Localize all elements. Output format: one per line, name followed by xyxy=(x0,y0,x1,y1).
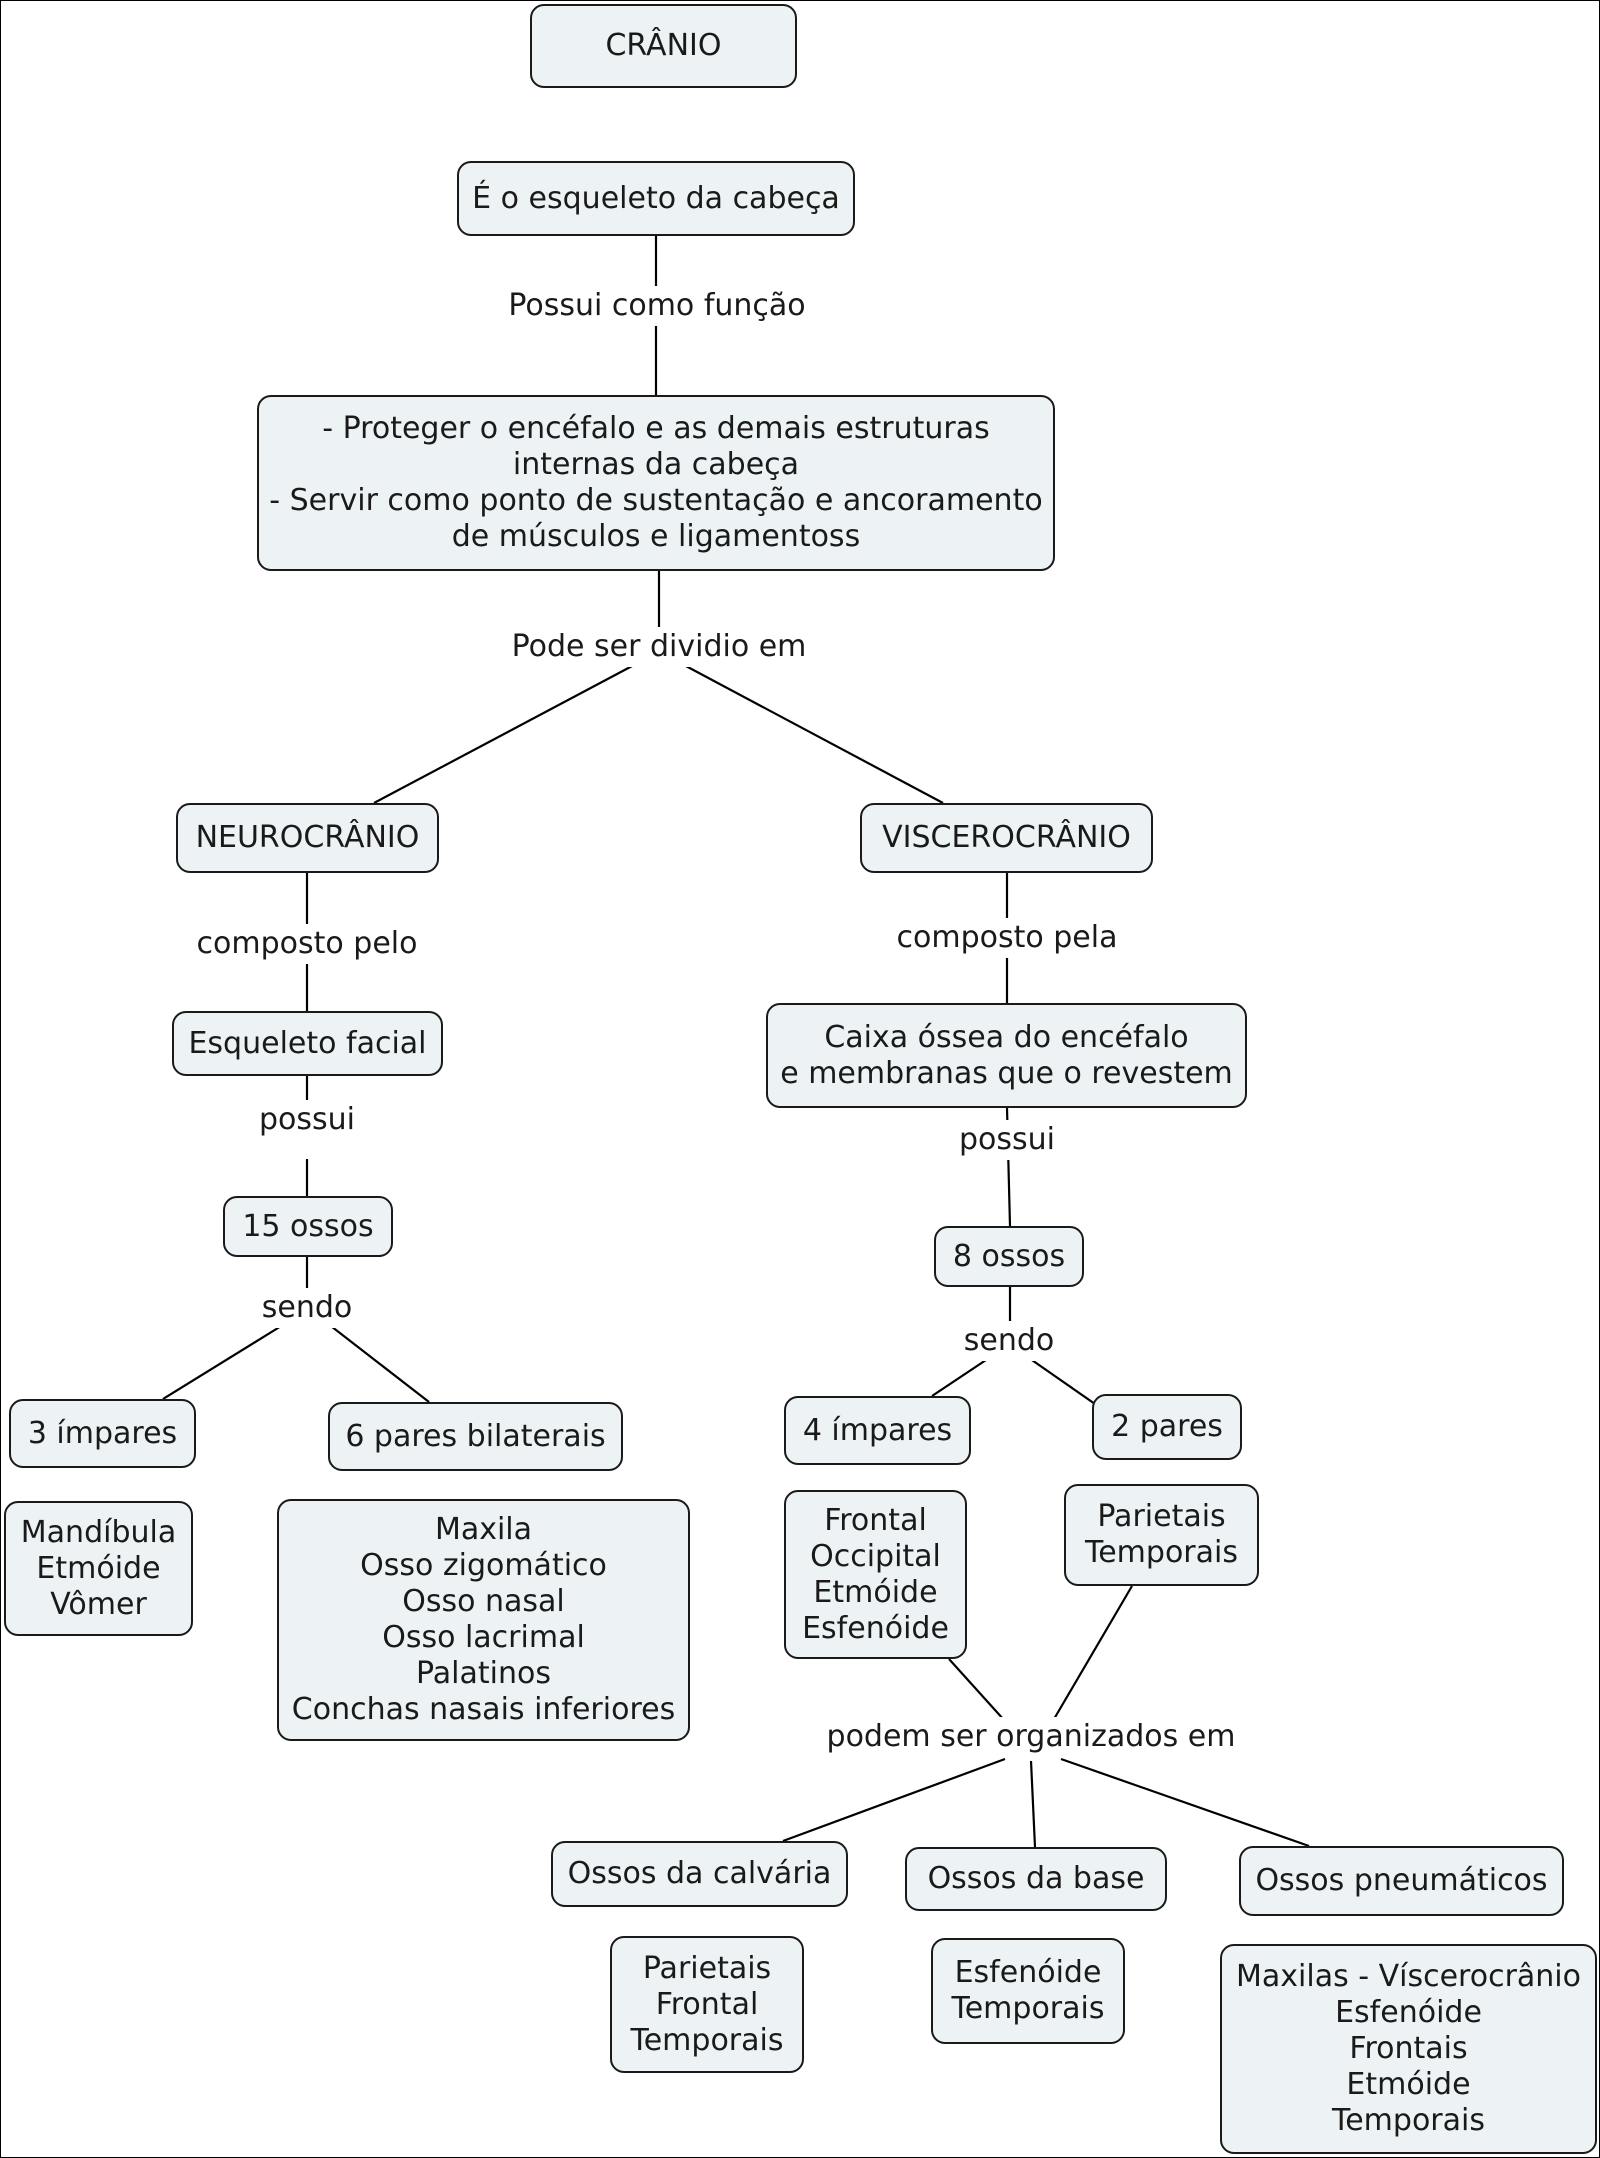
connector xyxy=(931,1357,990,1397)
node-6-pares: 6 pares bilaterais xyxy=(328,1402,623,1471)
node-3-impares: 3 ímpares xyxy=(9,1399,196,1468)
node-viscerocranio: VISCEROCRÂNIO xyxy=(860,803,1153,873)
node-lista-4-impares: Frontal Occipital Etmóide Esfenóide xyxy=(784,1490,967,1659)
node-15-ossos: 15 ossos xyxy=(223,1196,393,1257)
link-label-sendo-right: sendo xyxy=(955,1321,1063,1361)
node-4-impares: 4 ímpares xyxy=(784,1396,971,1465)
link-label-possui-right: possui xyxy=(950,1120,1064,1160)
node-8-ossos: 8 ossos xyxy=(934,1226,1084,1287)
link-label-podem-ser-organizados: podem ser organizados em xyxy=(818,1717,1244,1757)
node-lista-3-impares: Mandíbula Etmóide Vômer xyxy=(4,1501,193,1636)
connector xyxy=(326,1322,430,1403)
node-funcoes: - Proteger o encéfalo e as demais estrut… xyxy=(257,395,1055,571)
node-lista-calvaria: Parietais Frontal Temporais xyxy=(610,1936,804,2073)
connector xyxy=(373,664,635,804)
node-ossos-base: Ossos da base xyxy=(905,1847,1167,1911)
link-label-pode-ser-dividido: Pode ser dividio em xyxy=(503,627,815,667)
connector xyxy=(683,664,944,804)
node-lista-pneumaticos: Maxilas - Víscerocrânio Esfenóide Fronta… xyxy=(1220,1944,1597,2154)
connector xyxy=(1046,1585,1133,1732)
node-lista-base: Esfenóide Temporais xyxy=(931,1938,1125,2044)
connector xyxy=(1060,1757,1310,1848)
node-esqueleto-facial: Esqueleto facial xyxy=(172,1011,443,1076)
node-caixa-ossea: Caixa óssea do encéfalo e membranas que … xyxy=(766,1003,1247,1108)
node-lista-6-pares: Maxila Osso zigomático Osso nasal Osso l… xyxy=(277,1499,690,1741)
node-2-pares: 2 pares xyxy=(1092,1394,1242,1460)
node-lista-2-pares: Parietais Temporais xyxy=(1064,1484,1259,1586)
node-cranio: CRÂNIO xyxy=(530,4,797,88)
node-ossos-calvaria: Ossos da calvária xyxy=(551,1841,848,1907)
node-ossos-pneumaticos: Ossos pneumáticos xyxy=(1239,1846,1564,1916)
node-esqueleto-cabeca: É o esqueleto da cabeça xyxy=(457,161,855,236)
link-label-possui-como-funcao: Possui como função xyxy=(500,286,814,326)
link-label-composto-pelo: composto pelo xyxy=(188,924,426,964)
link-label-composto-pela: composto pela xyxy=(888,918,1126,958)
connector xyxy=(782,1757,1006,1843)
node-neurocranio: NEUROCRÂNIO xyxy=(176,803,439,873)
connector xyxy=(162,1322,287,1400)
link-label-sendo-left: sendo xyxy=(253,1288,361,1328)
link-label-possui-left: possui xyxy=(250,1100,364,1140)
connector xyxy=(1029,1760,1037,1848)
connector xyxy=(1028,1357,1096,1405)
